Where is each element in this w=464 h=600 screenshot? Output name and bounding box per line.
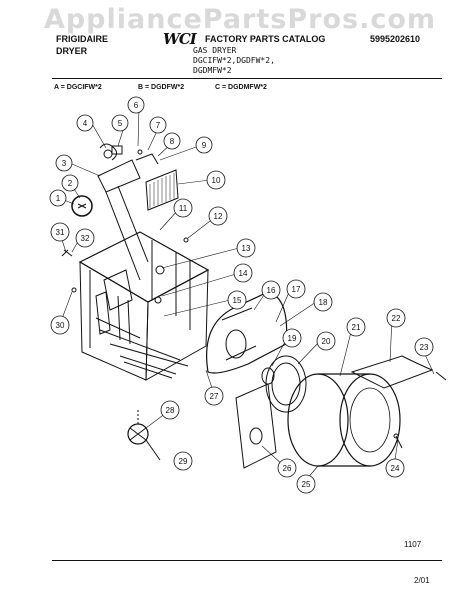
drum-baffle xyxy=(350,355,434,389)
catalog-number: 5995202610 xyxy=(370,34,421,44)
callout-32: 32 xyxy=(75,228,95,248)
rear-bracket xyxy=(235,383,277,469)
svg-text:7: 7 xyxy=(156,121,161,130)
model-list-line1: DGCIFW*2,DGDFW*2, xyxy=(193,56,275,65)
callout-5: 5 xyxy=(111,114,129,132)
callout-23: 23 xyxy=(414,337,434,357)
svg-text:24: 24 xyxy=(391,464,400,473)
brand-name: FRIGIDAIRE xyxy=(56,34,109,44)
callout-6: 6 xyxy=(127,96,145,114)
svg-text:1: 1 xyxy=(56,194,61,203)
svg-text:23: 23 xyxy=(420,343,429,352)
svg-text:17: 17 xyxy=(292,285,301,294)
callout-18: 18 xyxy=(313,292,333,312)
catalog-title: FACTORY PARTS CATALOG xyxy=(205,34,326,44)
wci-logo: WCI xyxy=(163,30,197,48)
svg-text:12: 12 xyxy=(214,212,223,221)
callout-4: 4 xyxy=(76,114,94,132)
callout-20: 20 xyxy=(316,331,336,351)
callout-3: 3 xyxy=(55,154,73,172)
callout-27: 27 xyxy=(204,386,224,406)
svg-text:15: 15 xyxy=(233,296,242,305)
vent-grille xyxy=(145,169,179,211)
callout-13: 13 xyxy=(236,238,256,258)
svg-text:30: 30 xyxy=(56,321,65,330)
callout-16: 16 xyxy=(261,280,281,300)
svg-text:16: 16 xyxy=(267,286,276,295)
svg-text:18: 18 xyxy=(319,298,328,307)
svg-text:9: 9 xyxy=(202,141,207,150)
callout-29: 29 xyxy=(173,451,193,471)
svg-text:25: 25 xyxy=(302,480,311,489)
svg-text:11: 11 xyxy=(179,204,188,213)
product-description: GAS DRYER xyxy=(193,46,237,55)
svg-text:19: 19 xyxy=(288,334,297,343)
footer-rule xyxy=(52,560,442,561)
callout-28: 28 xyxy=(160,400,180,420)
svg-text:4: 4 xyxy=(83,119,88,128)
svg-text:10: 10 xyxy=(212,176,221,185)
header-rule xyxy=(52,78,442,79)
callout-25: 25 xyxy=(296,474,316,494)
svg-text:22: 22 xyxy=(392,314,401,323)
svg-text:8: 8 xyxy=(170,137,175,146)
callout-17: 17 xyxy=(286,279,306,299)
svg-text:27: 27 xyxy=(210,392,219,401)
callout-24: 24 xyxy=(385,458,405,478)
svg-text:2: 2 xyxy=(68,179,73,188)
svg-text:20: 20 xyxy=(322,337,331,346)
svg-text:29: 29 xyxy=(179,457,188,466)
svg-text:6: 6 xyxy=(134,101,139,110)
svg-text:14: 14 xyxy=(239,269,248,278)
callout-14: 14 xyxy=(233,263,253,283)
callout-10: 10 xyxy=(206,170,226,190)
legend-model-a: A = DGCIFW*2 xyxy=(54,84,102,91)
callout-11: 11 xyxy=(173,198,193,218)
product-type: DRYER xyxy=(56,46,88,56)
dryer-cabinet xyxy=(78,231,210,381)
svg-text:28: 28 xyxy=(166,406,175,415)
callout-30: 30 xyxy=(50,315,70,335)
svg-text:32: 32 xyxy=(81,234,90,243)
legend-model-b: B = DGDFW*2 xyxy=(138,84,185,91)
callout-15: 15 xyxy=(227,290,247,310)
callout-26: 26 xyxy=(277,458,297,478)
callout-2: 2 xyxy=(61,174,79,192)
callout-7: 7 xyxy=(149,116,167,134)
svg-text:21: 21 xyxy=(352,323,361,332)
svg-text:13: 13 xyxy=(242,244,251,253)
callout-8: 8 xyxy=(163,132,181,150)
callout-19: 19 xyxy=(282,328,302,348)
svg-text:26: 26 xyxy=(283,464,292,473)
callout-12: 12 xyxy=(208,206,228,226)
callout-9: 9 xyxy=(195,136,213,154)
svg-text:3: 3 xyxy=(62,159,67,168)
svg-text:31: 31 xyxy=(56,228,65,237)
front-bulkhead xyxy=(206,291,288,374)
callout-1: 1 xyxy=(49,189,67,207)
page-number: 1107 xyxy=(404,540,422,549)
revision-date: 2/01 xyxy=(414,576,430,585)
callout-21: 21 xyxy=(346,317,366,337)
watermark: AppliancePartsPros.com xyxy=(43,4,437,35)
callout-31: 31 xyxy=(50,222,70,242)
model-list-line2: DGDMFW*2 xyxy=(193,66,232,75)
terminal-block-assembly xyxy=(71,143,159,281)
legend-model-c: C = DGDMFW*2 xyxy=(215,84,267,91)
callout-22: 22 xyxy=(386,308,406,328)
svg-text:5: 5 xyxy=(118,119,123,128)
